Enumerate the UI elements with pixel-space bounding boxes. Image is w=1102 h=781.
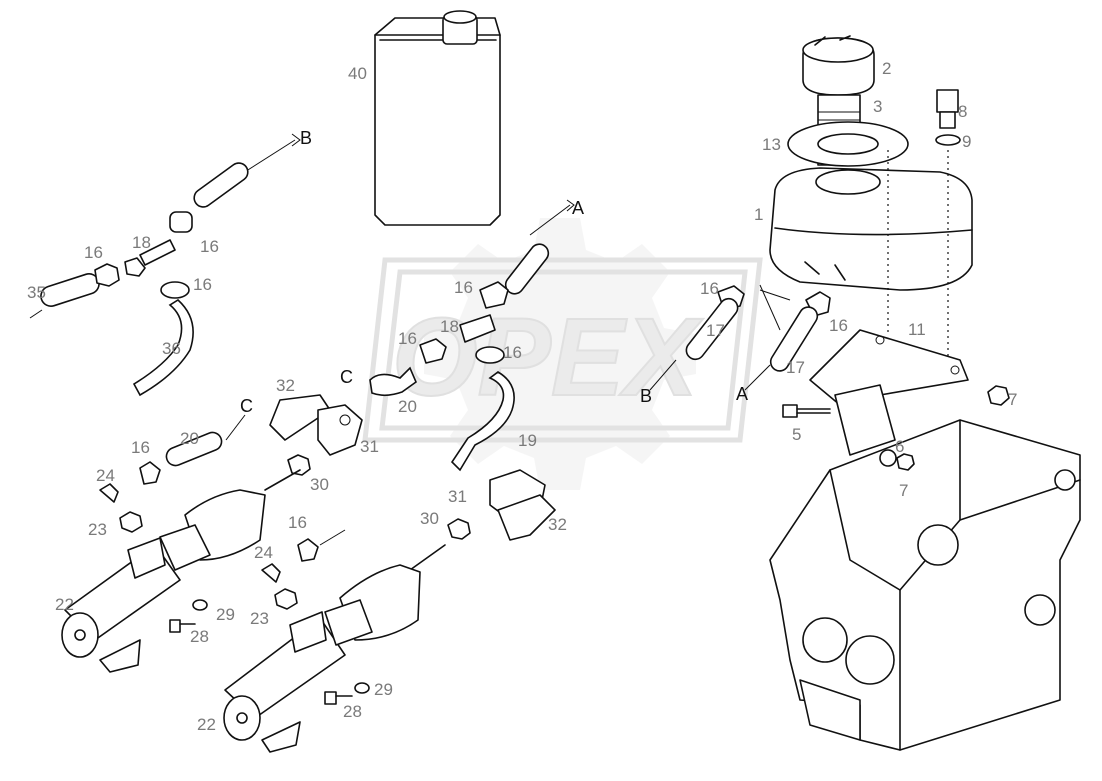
callout-16-d: 16 — [454, 278, 473, 297]
callout-16-b: 16 — [200, 237, 219, 256]
hose-network-left — [29, 133, 301, 397]
callout-19: 19 — [518, 431, 537, 450]
callout-32-a: 32 — [276, 376, 295, 395]
callout-17-b: 17 — [786, 358, 805, 377]
callout-2: 2 — [882, 59, 891, 78]
callout-24-b: 24 — [254, 543, 273, 562]
callout-16-c: 16 — [193, 275, 212, 294]
callout-35: 35 — [27, 283, 46, 302]
callout-29-a: 29 — [216, 605, 235, 624]
callout-11: 11 — [908, 320, 926, 339]
bolts-and-nuts — [782, 385, 1010, 471]
fluid-can — [374, 10, 501, 226]
callout-16-e: 16 — [398, 329, 417, 348]
callout-5: 5 — [792, 425, 801, 444]
callout-22-a: 22 — [55, 595, 74, 614]
callout-7-right: 7 — [1008, 390, 1017, 409]
callout-20-a: 20 — [398, 397, 417, 416]
connector-B-right: B — [640, 386, 652, 406]
callout-23-b: 23 — [250, 609, 269, 628]
watermark-text: OPEX — [392, 296, 703, 419]
callout-30-a: 30 — [310, 475, 329, 494]
callout-40: 40 — [348, 64, 367, 83]
connector-A-top: A — [572, 198, 584, 218]
callout-16-f: 16 — [503, 343, 522, 362]
reservoir-assembly — [769, 35, 973, 365]
callout-32-b: 32 — [548, 515, 567, 534]
callout-7-lower: 7 — [899, 481, 908, 500]
callout-9: 9 — [962, 132, 971, 151]
callout-22-b: 22 — [197, 715, 216, 734]
callout-8: 8 — [958, 102, 967, 121]
master-cylinder-lower — [223, 469, 556, 753]
callout-31-a: 31 — [360, 437, 379, 456]
connector-C-left: C — [240, 396, 253, 416]
pedal-housing — [769, 329, 1081, 751]
callout-16-i: 16 — [131, 438, 150, 457]
callout-17-a: 17 — [706, 321, 725, 340]
callout-labels: 40 2 3 13 8 9 1 11 7 5 6 7 16 16 16 18 3… — [27, 59, 1017, 734]
callout-30-b: 30 — [420, 509, 439, 528]
callout-6: 6 — [895, 437, 904, 456]
callout-3: 3 — [873, 97, 882, 116]
callout-29-b: 29 — [374, 680, 393, 699]
callout-16-g: 16 — [700, 279, 719, 298]
callout-16-a: 16 — [84, 243, 103, 262]
callout-24-a: 24 — [96, 466, 115, 485]
callout-16-h: 16 — [829, 316, 848, 335]
connector-C-mid: C — [340, 367, 353, 387]
callout-1: 1 — [754, 205, 763, 224]
master-cylinder-upper — [61, 394, 363, 673]
hose-network-right — [649, 284, 831, 391]
callout-36: 36 — [162, 339, 181, 358]
connector-A-right: A — [736, 384, 748, 404]
callout-28-b: 28 — [343, 702, 362, 721]
callout-28-a: 28 — [190, 627, 209, 646]
callout-18-b: 18 — [440, 317, 459, 336]
callout-13: 13 — [762, 135, 781, 154]
callout-18-a: 18 — [132, 233, 151, 252]
hose-network-middle — [369, 199, 575, 472]
callout-20-b: 20 — [180, 429, 199, 448]
callout-31-b: 31 — [448, 487, 467, 506]
connector-B-top: B — [300, 128, 312, 148]
callout-16-j: 16 — [288, 513, 307, 532]
callout-23-a: 23 — [88, 520, 107, 539]
connector-labels: B A C C B A — [240, 128, 748, 416]
